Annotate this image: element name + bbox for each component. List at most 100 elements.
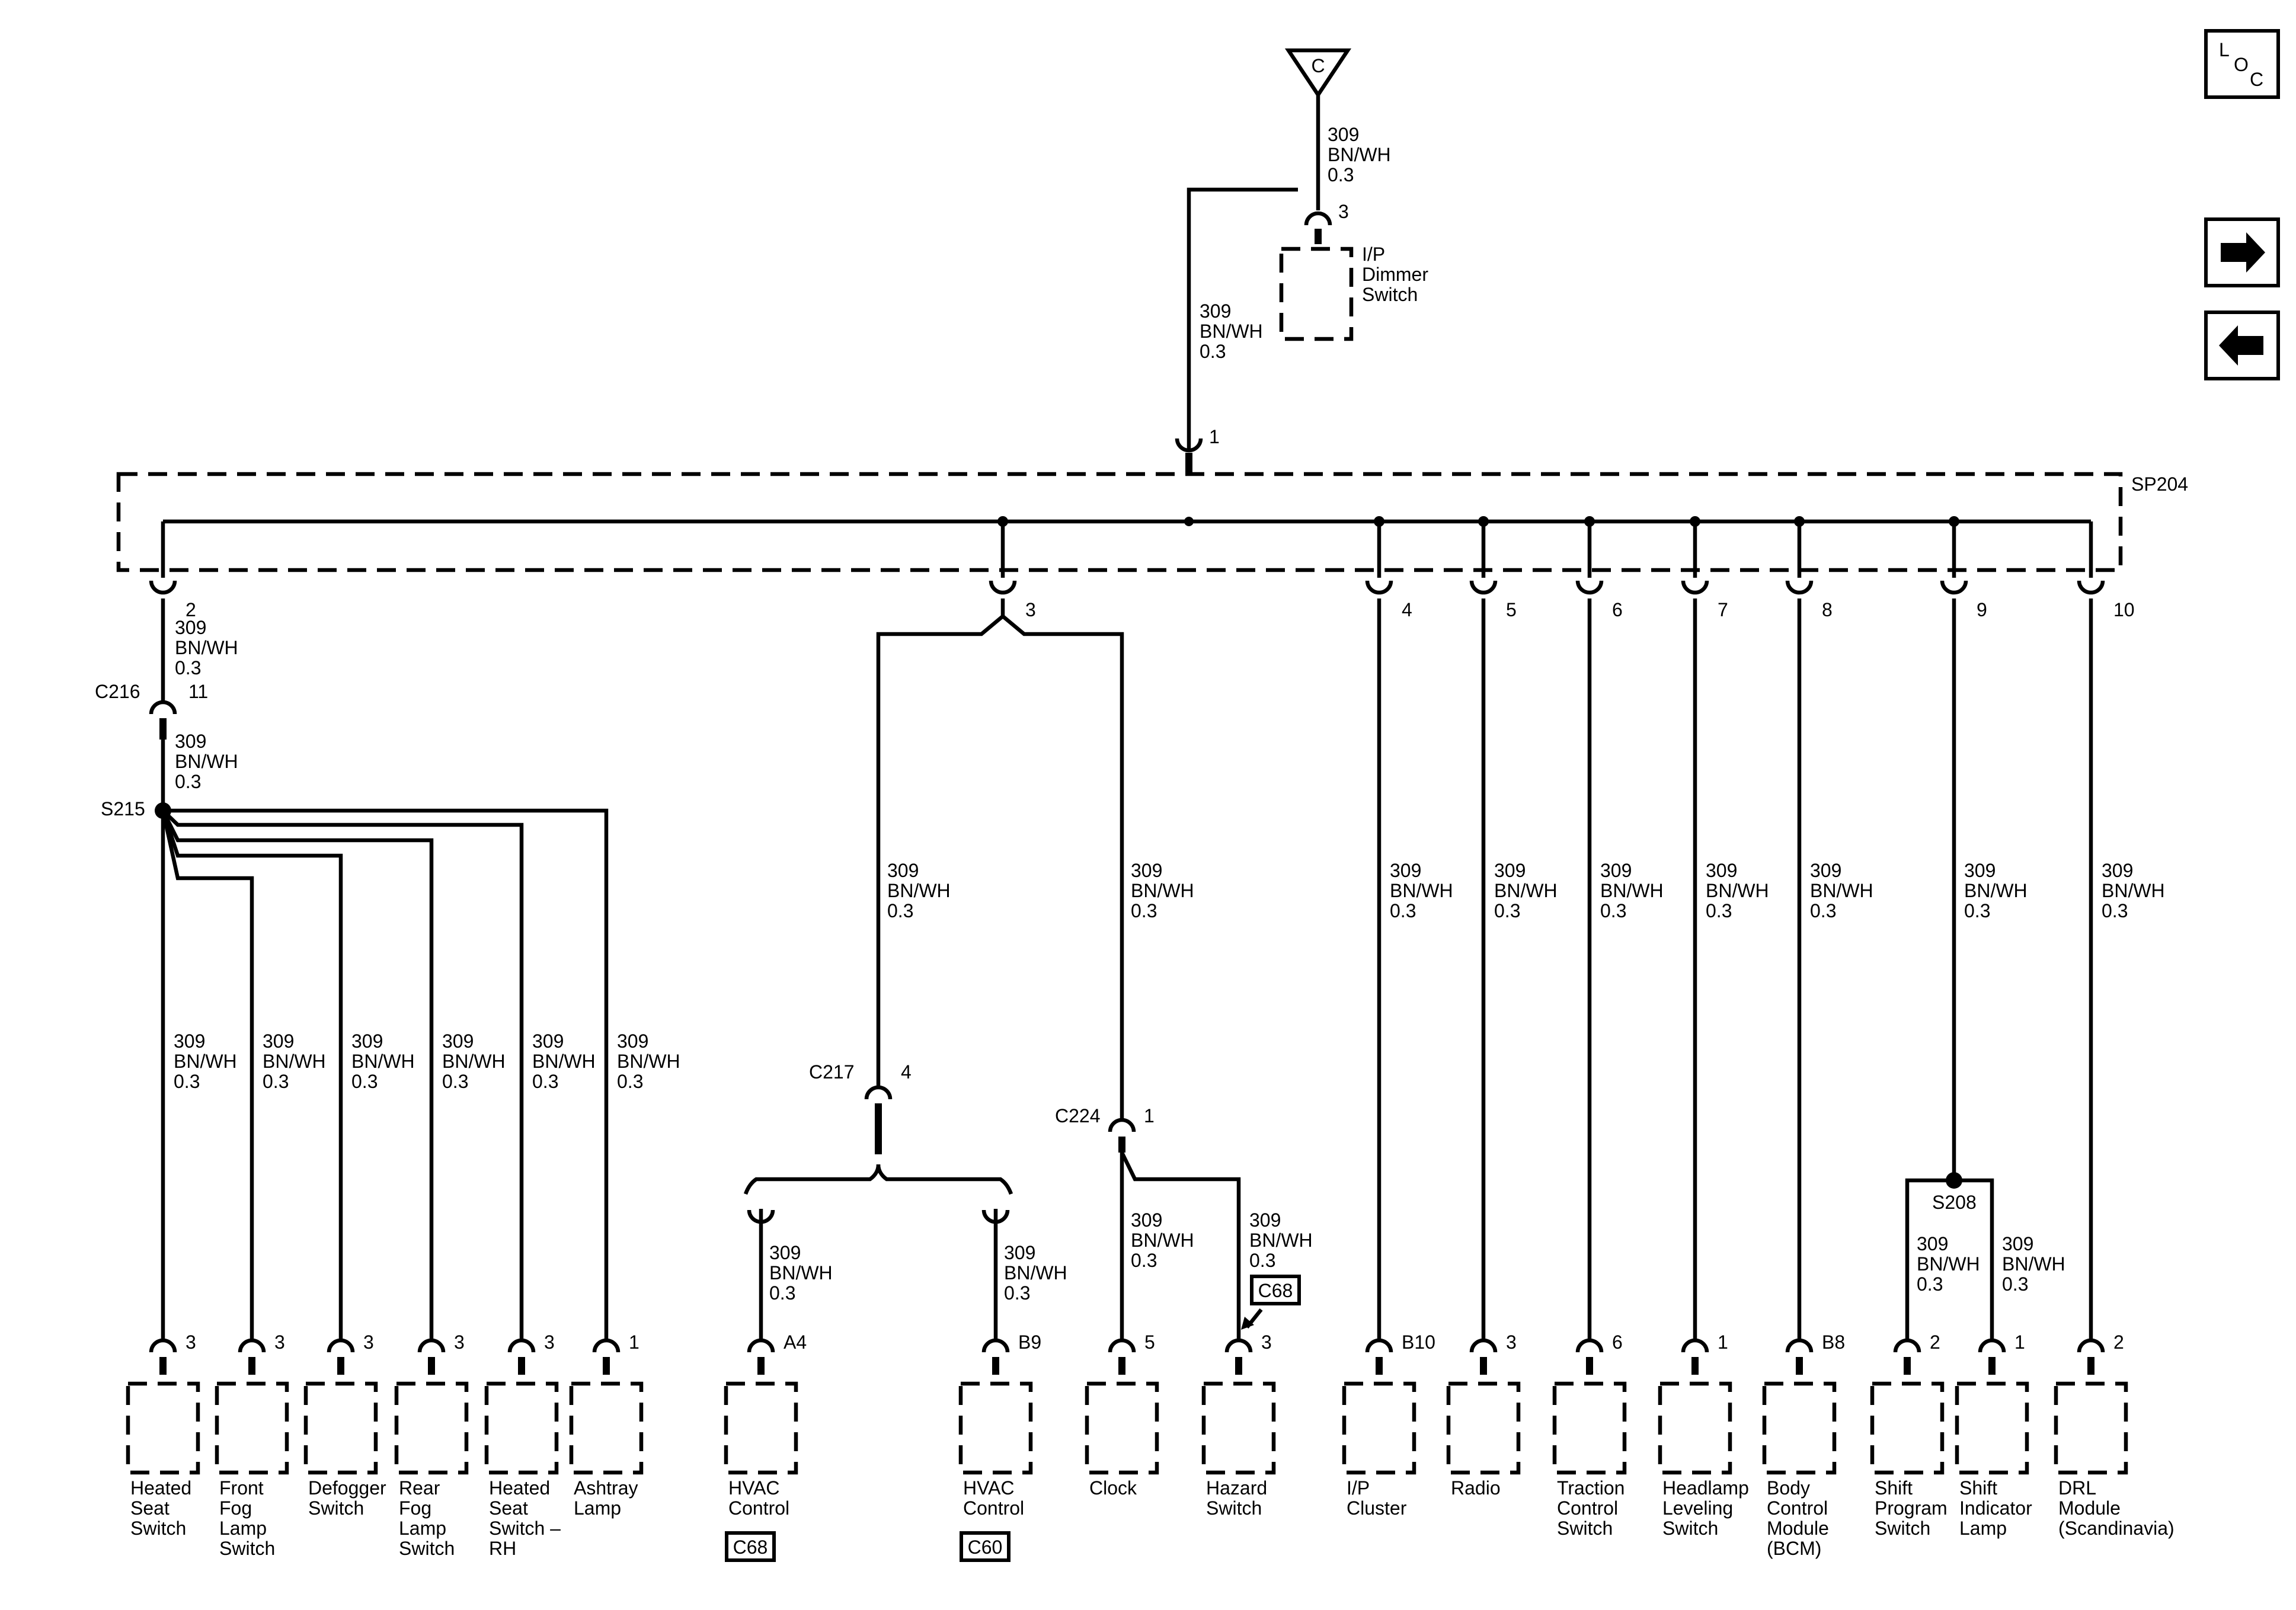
wire-label: 309 bbox=[1131, 860, 1162, 881]
dimmer-switch-box bbox=[1279, 247, 1354, 341]
wire-label: 309 bbox=[351, 1030, 383, 1052]
sp204-output-pin-number: 6 bbox=[1612, 599, 1623, 620]
component-name: Switch bbox=[308, 1497, 364, 1519]
component-name: Lamp bbox=[1959, 1518, 2007, 1539]
sp204-input-cup bbox=[1175, 438, 1203, 453]
wire-label: 309 bbox=[769, 1242, 801, 1263]
component-name: Module bbox=[2058, 1497, 2121, 1519]
component-name: Clock bbox=[1089, 1477, 1137, 1499]
wire-label: 309 bbox=[1810, 860, 1841, 881]
brace bbox=[743, 1164, 881, 1195]
component-name: DRL bbox=[2058, 1477, 2096, 1499]
wire-label: 309 bbox=[1917, 1233, 1948, 1254]
component-pin bbox=[428, 1357, 435, 1375]
hvac-a-ref: C68 bbox=[733, 1537, 768, 1558]
component-cup bbox=[1785, 1338, 1814, 1353]
component-name: HVAC bbox=[963, 1477, 1015, 1499]
component-box bbox=[303, 1381, 378, 1475]
wire-label: BN/WH bbox=[1328, 144, 1391, 165]
wire bbox=[163, 808, 609, 1340]
wire bbox=[1120, 1151, 1241, 1340]
component-pin bbox=[1988, 1357, 1996, 1375]
wire-label: 0.3 bbox=[887, 900, 913, 921]
component-name: Rear bbox=[399, 1477, 440, 1499]
ref-arrow-head-icon bbox=[1241, 1317, 1254, 1330]
component-cup bbox=[327, 1338, 355, 1353]
component-name: RH bbox=[489, 1538, 516, 1559]
component-pin bbox=[518, 1357, 525, 1375]
component-name: Indicator bbox=[1959, 1497, 2032, 1519]
wire-label: 309 bbox=[174, 1030, 205, 1052]
sp204-box bbox=[116, 472, 2123, 572]
component-pin bbox=[1235, 1357, 1242, 1375]
wire-label: BN/WH bbox=[1131, 1230, 1194, 1251]
wire-label: 309 bbox=[1494, 860, 1526, 881]
component-name: Fog bbox=[399, 1497, 431, 1519]
wire-label: 309 bbox=[263, 1030, 294, 1052]
component-cup bbox=[1893, 1338, 1921, 1353]
dimmer-pin-cup bbox=[1304, 211, 1332, 226]
sp204-output-pin-number: 8 bbox=[1822, 599, 1833, 620]
wire bbox=[1001, 614, 1124, 1120]
wire-label: BN/WH bbox=[2002, 1253, 2065, 1275]
component-pin-number: B10 bbox=[1402, 1331, 1435, 1353]
c217-pin-number: 4 bbox=[901, 1061, 912, 1083]
wire-label: 0.3 bbox=[1917, 1273, 1943, 1295]
wire-label: BN/WH bbox=[769, 1262, 833, 1283]
sp204-output-cup bbox=[989, 580, 1017, 595]
ref-box bbox=[725, 1531, 776, 1562]
component-cup bbox=[1469, 1338, 1498, 1353]
sp204-output-pin-number: 10 bbox=[2113, 599, 2135, 620]
wire-label: BN/WH bbox=[1200, 321, 1263, 342]
dimmer-pin bbox=[1315, 229, 1322, 244]
hvac-b-ref: C60 bbox=[968, 1537, 1003, 1558]
component-pin bbox=[1691, 1357, 1699, 1375]
c224-pin-number: 1 bbox=[1144, 1105, 1155, 1126]
wire-label: 0.3 bbox=[175, 771, 201, 792]
component-cup bbox=[507, 1338, 536, 1353]
component-box bbox=[1085, 1381, 1159, 1475]
next-arrow-icon[interactable] bbox=[2204, 217, 2280, 287]
wire-label: BN/WH bbox=[1600, 880, 1664, 901]
component-pin-number: 3 bbox=[454, 1331, 465, 1353]
component-cup bbox=[417, 1338, 446, 1353]
wire-label: 0.3 bbox=[1328, 164, 1354, 185]
wire-label: BN/WH bbox=[1004, 1262, 1067, 1283]
component-name: Control bbox=[963, 1497, 1024, 1519]
c216-cup bbox=[149, 700, 177, 715]
component-box bbox=[1955, 1381, 2029, 1475]
component-cup bbox=[747, 1338, 775, 1353]
c216-pin bbox=[159, 718, 167, 740]
component-name: Lamp bbox=[399, 1518, 446, 1539]
component-name: Switch bbox=[1875, 1518, 1930, 1539]
component-box bbox=[2054, 1381, 2128, 1475]
component-box bbox=[484, 1381, 559, 1475]
component-pin bbox=[337, 1357, 344, 1375]
wire-label: 309 bbox=[617, 1030, 648, 1052]
component-pin-number: 3 bbox=[544, 1331, 555, 1353]
wire-label: BN/WH bbox=[1917, 1253, 1980, 1275]
wire bbox=[161, 809, 343, 1340]
wire-label: BN/WH bbox=[1131, 880, 1194, 901]
component-cup bbox=[1978, 1338, 2006, 1353]
component-pin bbox=[1904, 1357, 1911, 1375]
prev-arrow-icon[interactable] bbox=[2204, 311, 2280, 380]
component-cup bbox=[592, 1338, 621, 1353]
location-icon[interactable]: L O C bbox=[2204, 29, 2280, 99]
component-pin bbox=[1586, 1357, 1593, 1375]
component-name: Switch bbox=[130, 1518, 186, 1539]
component-name: (BCM) bbox=[1767, 1538, 1821, 1559]
sp204-output-pin-number: 7 bbox=[1718, 599, 1728, 620]
wire-label: 0.3 bbox=[1200, 341, 1226, 362]
sp204-output-pin-number: 2 bbox=[186, 599, 196, 620]
component-cup bbox=[1365, 1338, 1393, 1353]
wire-label: BN/WH bbox=[887, 880, 951, 901]
component-name: Lamp bbox=[219, 1518, 267, 1539]
component-name: Switch bbox=[1662, 1518, 1718, 1539]
wire-label: 309 bbox=[1200, 300, 1231, 322]
wire-label: BN/WH bbox=[1706, 880, 1769, 901]
component-pin bbox=[992, 1357, 999, 1375]
wire-label: 0.3 bbox=[1494, 900, 1520, 921]
sp204-output-cup bbox=[1365, 580, 1393, 595]
component-name: Switch bbox=[219, 1538, 275, 1559]
